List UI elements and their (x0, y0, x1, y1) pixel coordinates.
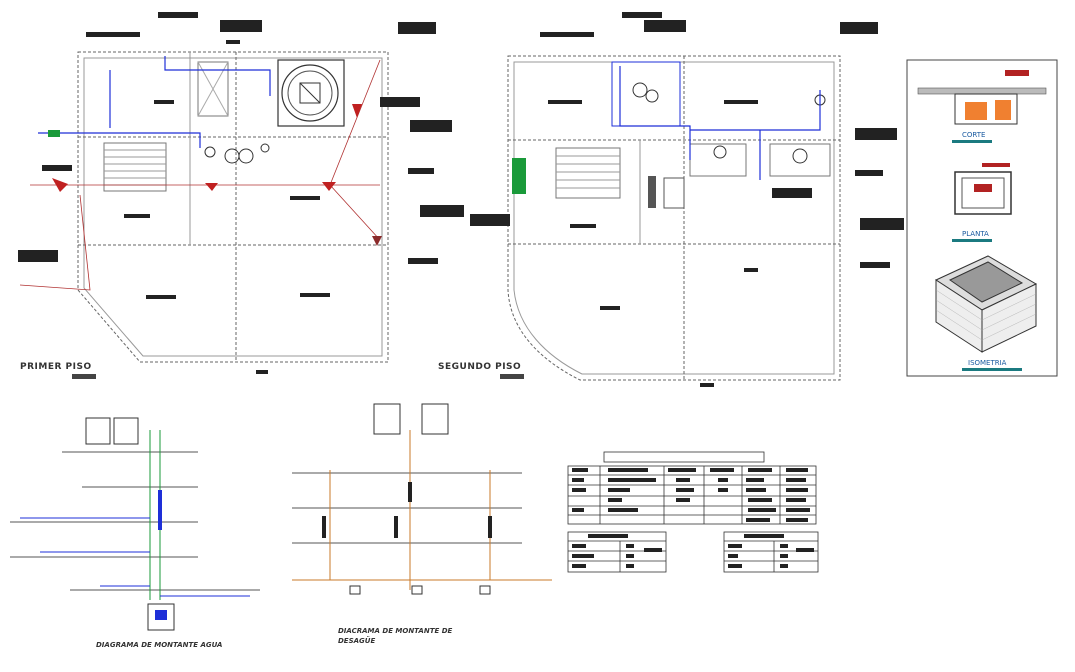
first-floor-callout-labels (18, 12, 464, 374)
first-floor-title: PRIMER PISO (20, 362, 92, 372)
drain-riser-title-line2: DESAGÜE (338, 636, 375, 645)
second-floor-plan (507, 55, 841, 381)
second-floor-callout-labels (470, 12, 904, 387)
water-riser-diagram: DIAGRAMA DE MONTANTE AGUA (10, 417, 260, 649)
first-floor-drain-lines (19, 59, 381, 291)
materials-table-right (723, 531, 819, 573)
tank-detail-panel: CORTE PLANTA ISOMETRIA (906, 59, 1058, 377)
first-floor-plan (77, 51, 389, 363)
isometria-label: ISOMETRIA (968, 359, 1007, 367)
materials-table-main (567, 451, 817, 525)
drain-riser-diagram: DIACRAMA DE MONTANTE DE DESAGÜE (292, 403, 552, 645)
cistern-tank (277, 59, 345, 127)
corte-label: CORTE (962, 131, 985, 139)
materials-table-right-cells (728, 534, 814, 568)
second-floor-fixtures (512, 82, 826, 209)
water-riser-title: DIAGRAMA DE MONTANTE AGUA (96, 641, 222, 649)
second-floor-water-lines (619, 66, 821, 180)
drain-riser-title-line1: DIACRAMA DE MONTANTE DE (338, 627, 452, 635)
first-floor-fixtures (48, 104, 382, 246)
materials-table-main-cells (572, 468, 810, 522)
second-floor-title: SEGUNDO PISO (438, 362, 521, 372)
planta-label: PLANTA (962, 230, 989, 238)
materials-table-left-cells (572, 534, 662, 568)
